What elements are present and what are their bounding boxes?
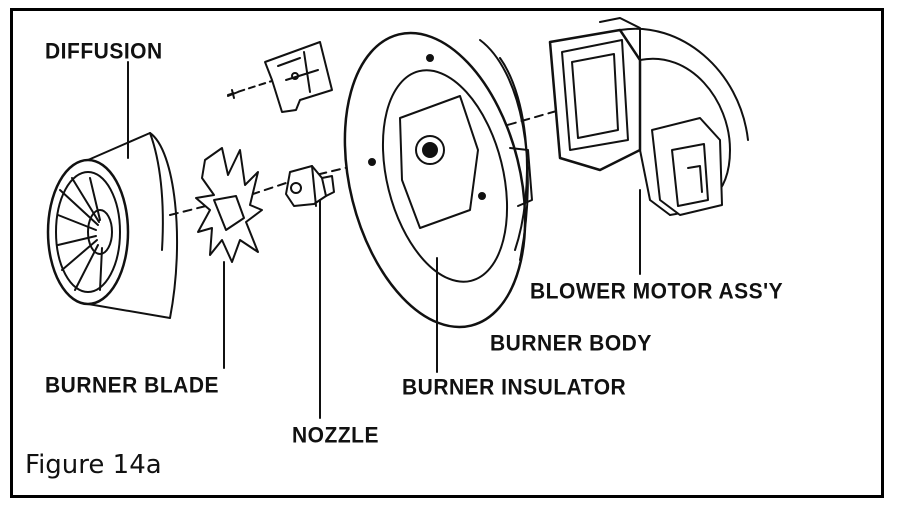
diffusion-part: [46, 132, 179, 319]
label-burner-blade: BURNER BLADE: [45, 373, 219, 398]
label-blower-motor: BLOWER MOTOR ASS'Y: [530, 279, 784, 304]
blower-motor-part: [548, 17, 749, 216]
label-burner-body: BURNER BODY: [490, 331, 652, 356]
burner-blade-part: [195, 147, 263, 263]
label-nozzle: NOZZLE: [292, 423, 379, 448]
burner-insulator-part: [343, 31, 533, 329]
ignition-bracket-part: [227, 41, 333, 113]
label-diffusion: DIFFUSION: [45, 39, 163, 64]
label-burner-insulator: BURNER INSULATOR: [402, 375, 627, 400]
figure-caption: Figure 14a: [25, 450, 162, 480]
leader-lines: [127, 61, 641, 419]
